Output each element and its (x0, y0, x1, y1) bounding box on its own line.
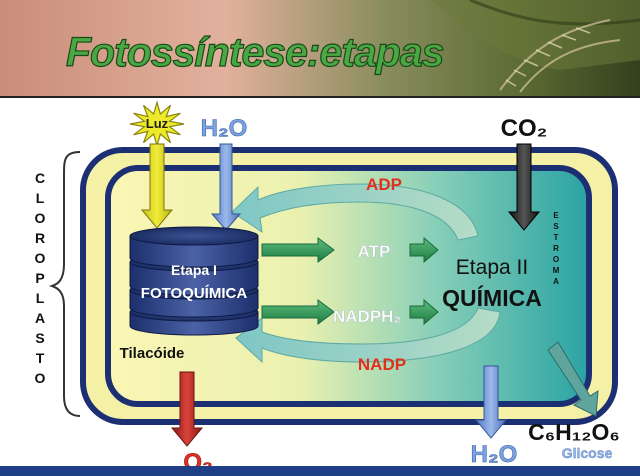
side-letter: L (36, 190, 45, 206)
side-letter: S (35, 330, 44, 346)
side-letter: R (35, 230, 45, 246)
estroma-letter: A (553, 277, 559, 286)
stage1-line2: FOTOQUÍMICA (141, 285, 248, 302)
estroma-letter: O (553, 255, 559, 264)
estroma-letter: M (553, 266, 560, 275)
glucose-formula: C₆H₁₂O₆ (528, 419, 620, 445)
thylakoid-stack (129, 226, 259, 336)
estroma-letter: E (553, 211, 559, 220)
co2-input-label: CO₂ (501, 115, 548, 142)
estroma-letter: S (553, 222, 559, 231)
side-letter: C (35, 170, 45, 186)
atp-arrow-left (261, 237, 335, 263)
side-letter: O (35, 250, 46, 266)
stage2-line1: Etapa II (456, 256, 528, 279)
side-letter: P (35, 270, 44, 286)
side-letter: O (35, 210, 46, 226)
nadp-cycle-arrow (235, 307, 501, 364)
adp-label: ADP (366, 175, 402, 194)
water-input-arrow (210, 143, 242, 231)
oxygen-output-arrow (170, 371, 204, 447)
stage2-line2: QUÍMICA (442, 284, 542, 311)
nadph2-arrow-right (409, 298, 439, 326)
thylakoid-disk-top (129, 226, 259, 246)
side-letter: O (35, 370, 46, 386)
estroma-letter: T (554, 233, 559, 242)
atp-label: ATP (358, 242, 391, 261)
water-input-label: H₂O (201, 115, 248, 142)
chloroplast-brace (48, 151, 81, 417)
footer-band (0, 466, 640, 476)
nadp-label: NADP (358, 355, 406, 374)
estroma-letter: R (553, 244, 559, 253)
slide-title: Fotossíntese:etapas (66, 29, 444, 75)
side-letter: A (35, 310, 45, 326)
thylakoid-label: Tilacóide (120, 345, 185, 362)
water-output-arrow (474, 365, 508, 439)
glucose-output-arrow (547, 341, 599, 417)
nadph2-arrow-left (261, 299, 335, 325)
side-letter: T (36, 350, 45, 366)
atp-arrow-right (409, 236, 439, 264)
glucose-name: Glicose (562, 445, 613, 461)
header-banner (0, 0, 640, 98)
stage1-line1: Etapa I (171, 262, 217, 278)
water-output-label: H₂O (471, 441, 518, 468)
co2-input-arrow (507, 143, 541, 231)
light-arrow (140, 143, 174, 229)
light-label: Luz (146, 116, 169, 131)
side-letter: L (36, 290, 45, 306)
adp-cycle-arrow (231, 183, 479, 241)
nadph2-label: NADPH₂ (333, 307, 401, 326)
